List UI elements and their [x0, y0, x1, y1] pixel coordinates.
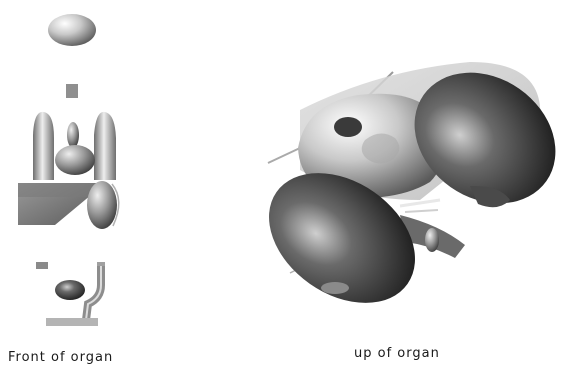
left-tall-lobe [33, 112, 54, 180]
central-capsule [67, 122, 79, 148]
connector-2 [405, 210, 438, 212]
side-oval [87, 181, 117, 229]
small-square [66, 84, 78, 98]
small-bar-left [36, 262, 48, 269]
connector [400, 200, 440, 206]
spike-left [268, 148, 300, 163]
caption-front: Front of organ [8, 350, 113, 365]
central-oval [55, 145, 95, 175]
front-view [18, 14, 119, 326]
top-oval [48, 14, 96, 46]
base-plate [46, 318, 98, 326]
right-tall-lobe [94, 112, 116, 180]
small-dark-oval [55, 280, 85, 300]
top-view [244, 46, 568, 330]
grey-block-shade [18, 183, 97, 197]
lower-nub [425, 228, 439, 252]
caption-top: up of organ [354, 346, 440, 361]
bottom-nub [321, 282, 349, 294]
dark-spot [334, 117, 362, 137]
